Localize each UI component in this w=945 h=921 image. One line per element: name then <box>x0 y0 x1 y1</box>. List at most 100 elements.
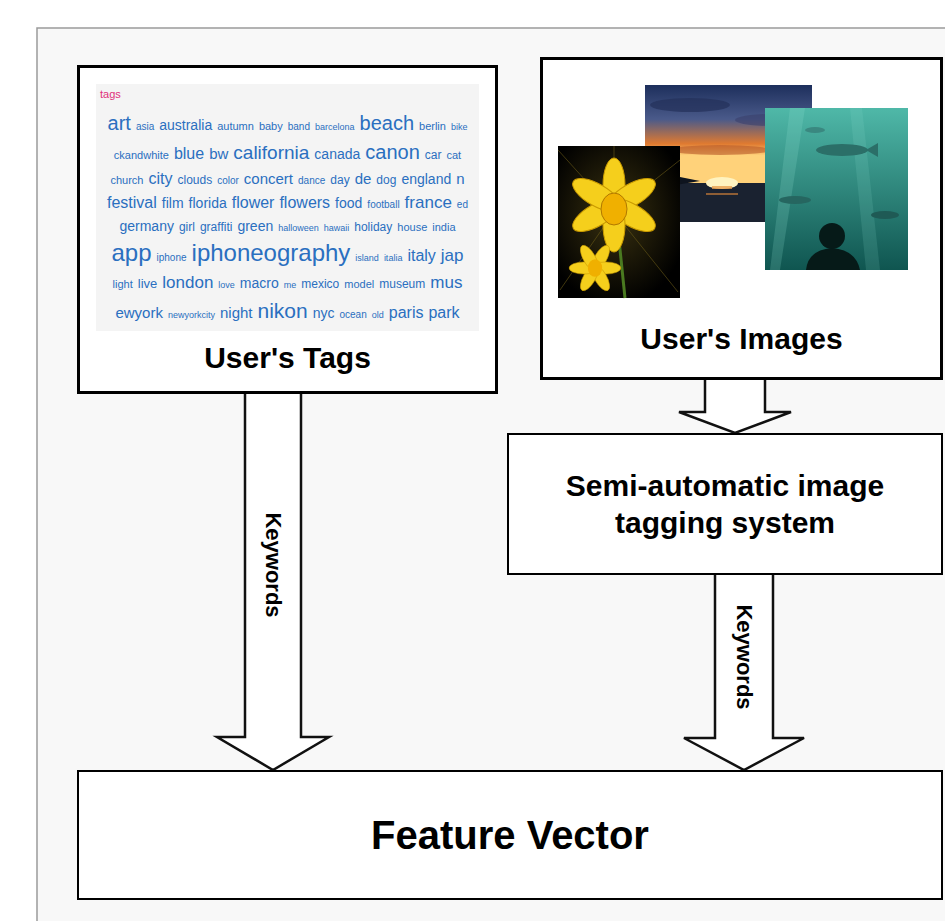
fish <box>871 211 899 219</box>
block-arrow <box>217 394 329 770</box>
tag-word: italy <box>407 245 435 267</box>
tag-word: day <box>330 172 349 188</box>
tag-word: band <box>288 120 310 134</box>
box-title: User's Images <box>640 320 842 358</box>
images-box: User's Images <box>540 57 943 380</box>
sunset-cloud <box>670 145 770 155</box>
flower-photo-ground <box>558 146 680 298</box>
tag-word: concert <box>244 169 293 189</box>
tag-word: newyorkcity <box>168 309 215 321</box>
tag-word: flower <box>232 192 275 214</box>
tag-word: ckandwhite <box>114 148 169 163</box>
tag-word: nikon <box>257 297 307 325</box>
tag-word: clouds <box>177 172 212 188</box>
outer-frame <box>37 28 945 921</box>
tag-word: florida <box>189 194 227 213</box>
fish <box>805 127 825 133</box>
tag-cloud: tagsartasiaaustraliaautumnbabybandbarcel… <box>96 84 479 331</box>
tag-word: bike <box>451 121 468 133</box>
tag-word: me <box>284 279 297 291</box>
tag-word: bw <box>209 144 228 164</box>
tag-word: halloween <box>278 222 319 234</box>
tag-word: iphoneography <box>192 237 351 269</box>
fish <box>816 144 868 156</box>
tag-word: mus <box>430 272 462 295</box>
tag-word: london <box>162 272 213 295</box>
box-title: User's Tags <box>204 339 371 377</box>
light-beam <box>850 108 880 270</box>
tag-word: museum <box>379 276 425 292</box>
trumpet <box>588 259 602 277</box>
tag-word: mexico <box>301 276 339 292</box>
tag-word: paris <box>389 302 424 324</box>
tag-word: girl <box>179 219 195 235</box>
tag-word: flowers <box>279 192 330 214</box>
block-arrow <box>679 380 791 433</box>
tag-word: asia <box>136 120 154 134</box>
tag-word: india <box>432 220 455 235</box>
fish-tail <box>866 143 878 157</box>
tag-word: old <box>372 309 384 321</box>
sunset-sun <box>706 177 738 189</box>
daffodil <box>569 243 621 294</box>
box-title: Semi-automatic image tagging system <box>525 467 925 542</box>
edge-label: Keywords <box>732 602 756 711</box>
tag-word: beach <box>360 110 415 137</box>
tag-word: australia <box>159 116 212 135</box>
tag-word: canon <box>365 139 420 166</box>
tag-word: light <box>113 277 133 292</box>
tag-word: barcelona <box>315 121 355 133</box>
tag-word: house <box>397 220 427 235</box>
tag-word: food <box>335 194 362 213</box>
tag-word: app <box>111 237 151 269</box>
images-box-ground <box>540 57 943 380</box>
tag-word: france <box>405 192 452 215</box>
tag-word: baby <box>259 119 283 134</box>
tag-word: canada <box>314 145 360 164</box>
tag-word: model <box>344 277 374 292</box>
sun-reflection <box>706 193 738 195</box>
tag-word: berlin <box>419 119 446 134</box>
tag-word: color <box>217 174 239 188</box>
sun-reflection <box>712 186 732 189</box>
tag-flow: artasiaaustraliaautumnbabybandbarcelonab… <box>100 110 475 325</box>
tag-word: green <box>237 217 273 236</box>
tag-word: dog <box>376 172 396 188</box>
tag-word: jap <box>441 245 464 268</box>
visitor-head <box>819 223 845 249</box>
tag-word: dance <box>298 174 325 188</box>
tag-word: holiday <box>354 219 392 235</box>
sunset-cloud <box>650 98 730 112</box>
tag-word: night <box>220 303 253 323</box>
fish <box>779 196 811 204</box>
light-rays <box>558 146 680 292</box>
box-title: Feature Vector <box>371 810 649 860</box>
tag-word: church <box>110 173 143 188</box>
tag-word: blue <box>174 143 204 165</box>
tag-word: ocean <box>339 308 366 322</box>
tag-word: iphone <box>157 251 187 265</box>
tags-box: tagsartasiaaustraliaautumnbabybandbarcel… <box>77 65 498 394</box>
tag-word: germany <box>119 217 173 236</box>
process-box: Semi-automatic image tagging system <box>507 433 943 575</box>
cloud-heading: tags <box>100 88 475 100</box>
light-beam <box>770 108 805 270</box>
tag-word: football <box>367 198 399 212</box>
tag-word: macro <box>240 274 279 293</box>
tag-word: graffiti <box>200 219 232 235</box>
tag-word: autumn <box>217 119 254 134</box>
tag-word: de <box>355 169 372 189</box>
tag-word: film <box>162 194 184 213</box>
tag-word: cat <box>446 148 461 163</box>
trumpet <box>601 193 627 225</box>
daffodil <box>568 158 660 252</box>
output-box: Feature Vector <box>77 770 943 900</box>
tag-word: island <box>355 252 379 264</box>
tag-word: park <box>428 302 459 324</box>
tag-word: ewyork <box>115 303 163 323</box>
tag-word: love <box>218 279 235 291</box>
tag-word: car <box>425 147 442 163</box>
tag-word: hawaii <box>324 222 350 234</box>
edge-label: Keywords <box>261 511 285 620</box>
